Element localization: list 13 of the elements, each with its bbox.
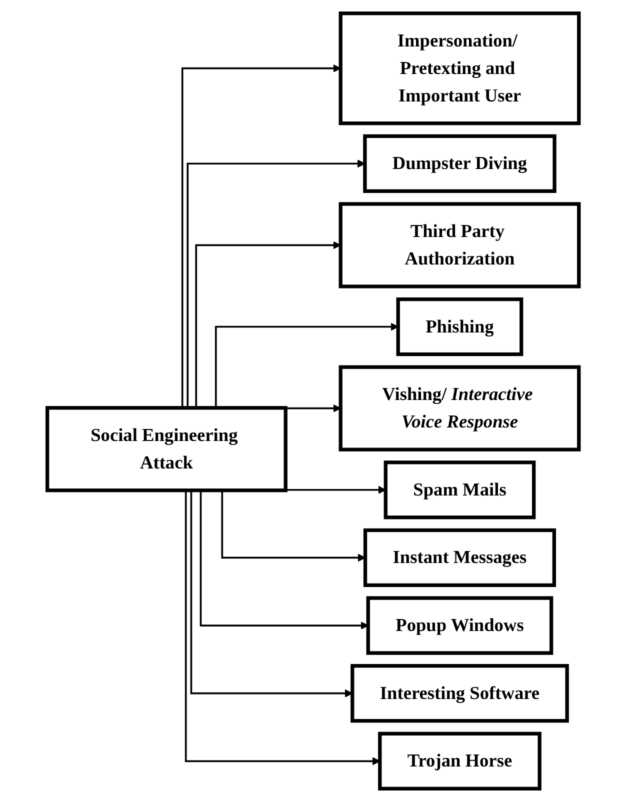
node-box: Dumpster Diving [364, 134, 557, 193]
arrow [200, 490, 369, 630]
node-box: Instant Messages [364, 528, 556, 588]
node-box: Spam Mails [384, 460, 536, 520]
node-box: Phishing [396, 297, 524, 356]
node-box: Impersonation/ Pretexting and Important User [339, 12, 582, 126]
node-box: Vishing/ Interactive Voice Response [339, 365, 582, 452]
node-box: Popup Windows [366, 596, 554, 655]
arrow [215, 322, 399, 408]
node-box: Trojan Horse [378, 732, 542, 790]
node-box: Interesting Software [350, 664, 570, 723]
node-box: Social Engineering Attack [46, 406, 288, 492]
node-box: Third Party Authorization [339, 202, 582, 288]
